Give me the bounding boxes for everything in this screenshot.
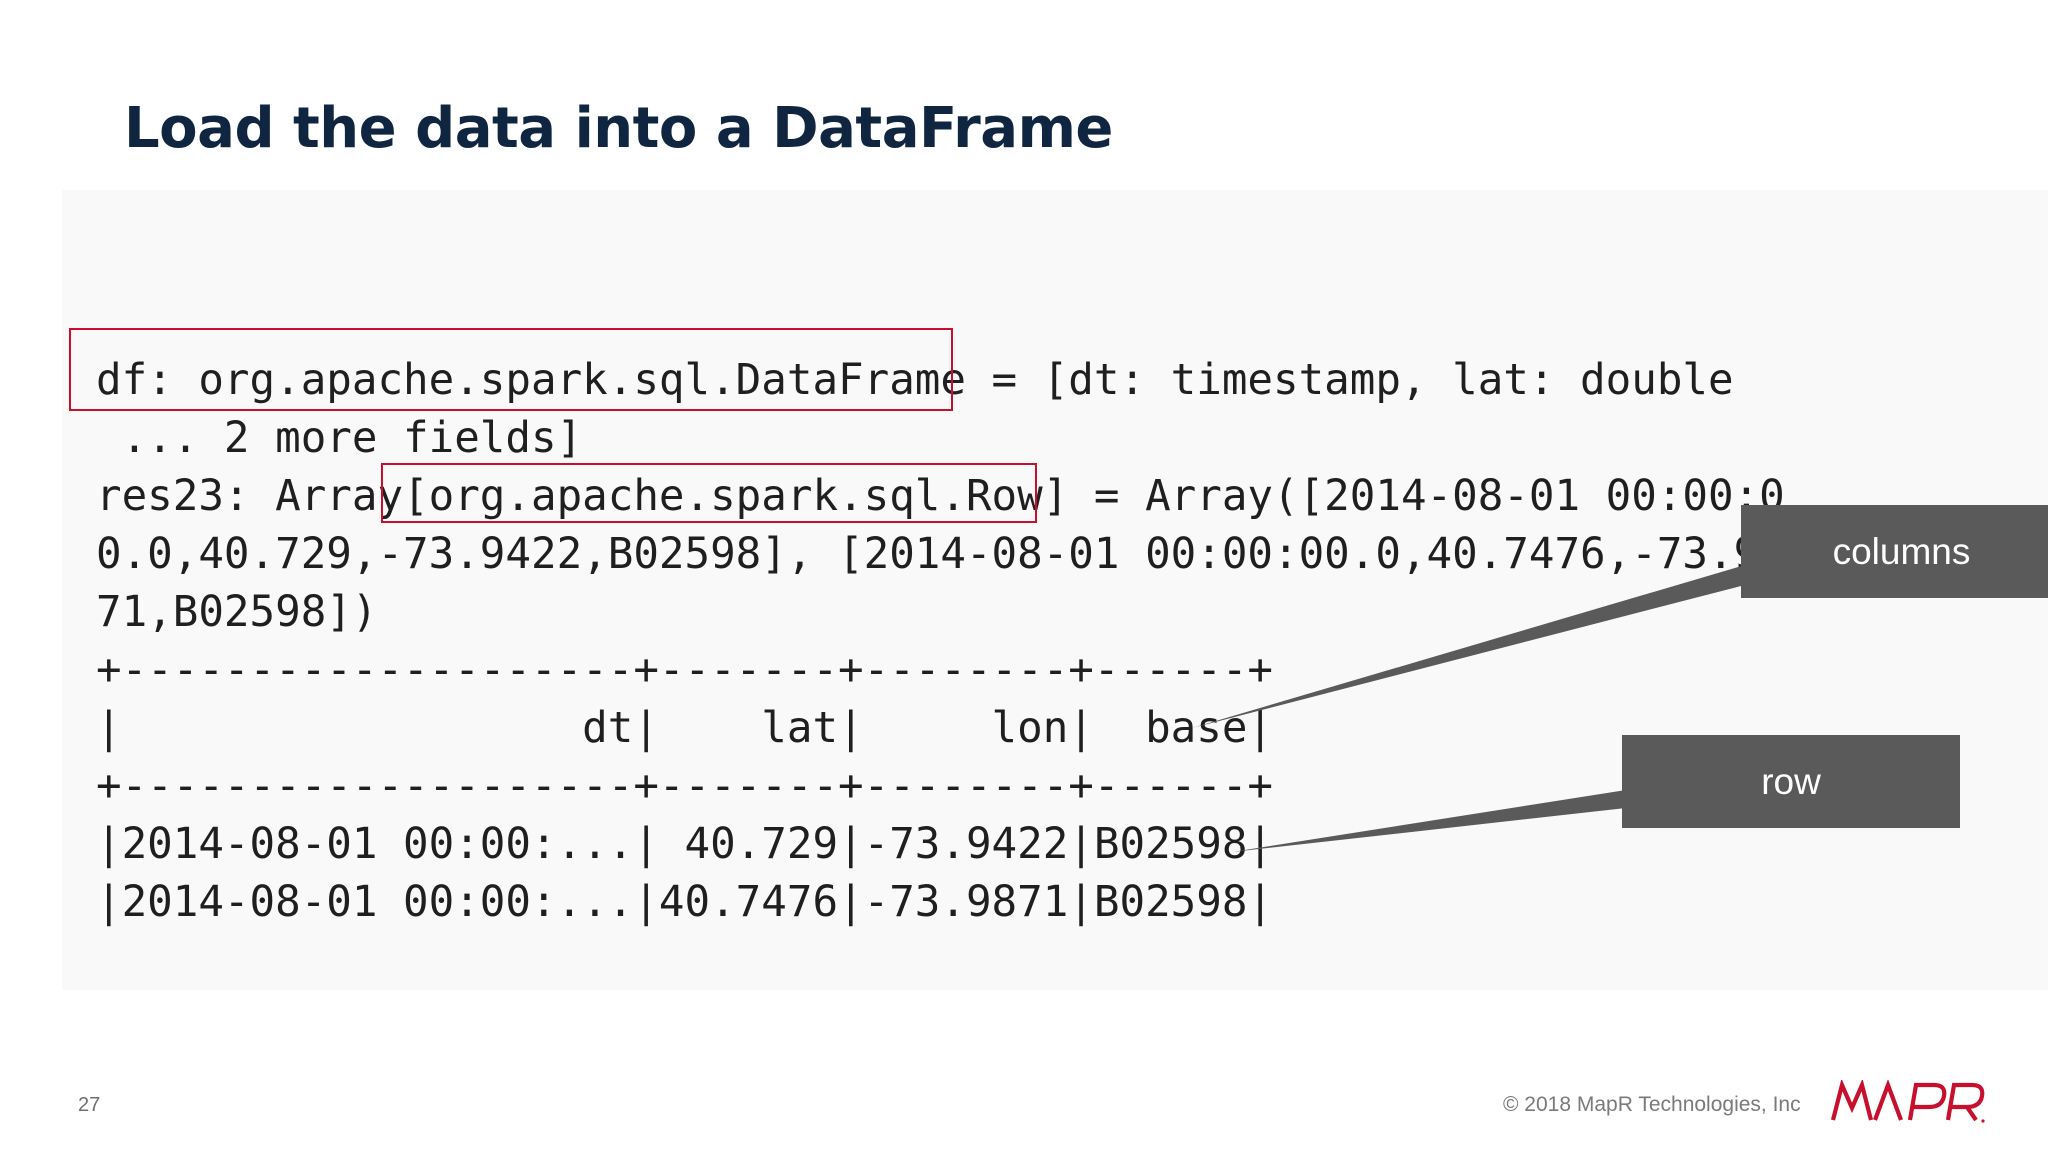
code-line: ... 2 more fields] [96,414,583,463]
code-line: res23: Array[org.apache.spark.sql.Row] =… [96,472,1785,521]
copyright-notice: © 2018 MapR Technologies, Inc [1503,1093,1801,1116]
mapr-logo-icon [1830,1080,1985,1123]
columns-callout: columns [1741,505,2048,598]
table-data-row: |2014-08-01 00:00:...|40.7476|-73.9871|B… [96,878,1274,927]
code-output: df: org.apache.spark.sql.DataFrame = [dt… [96,352,1785,932]
code-line: 0.0,40.729,-73.9422,B02598], [2014-08-01… [96,530,1785,579]
code-line: df: org.apache.spark.sql.DataFrame = [dt… [96,356,1734,405]
table-data-row: |2014-08-01 00:00:...| 40.729|-73.9422|B… [96,820,1274,869]
row-callout: row [1622,735,1960,828]
table-border-line: +--------------------+-------+--------+-… [96,646,1274,695]
columns-callout-label: columns [1832,530,1971,572]
page-number: 27 [78,1094,101,1116]
row-callout-label: row [1761,760,1821,802]
columns-callout-pointer [1192,565,1745,728]
row-type-highlight [381,463,1037,523]
dataframe-type-highlight [69,328,953,411]
code-line: 71,B02598]) [96,588,378,637]
table-border-line: +--------------------+-------+--------+-… [96,762,1274,811]
row-callout-pointer [1232,790,1626,852]
slide-title: Load the data into a DataFrame [124,96,1113,161]
